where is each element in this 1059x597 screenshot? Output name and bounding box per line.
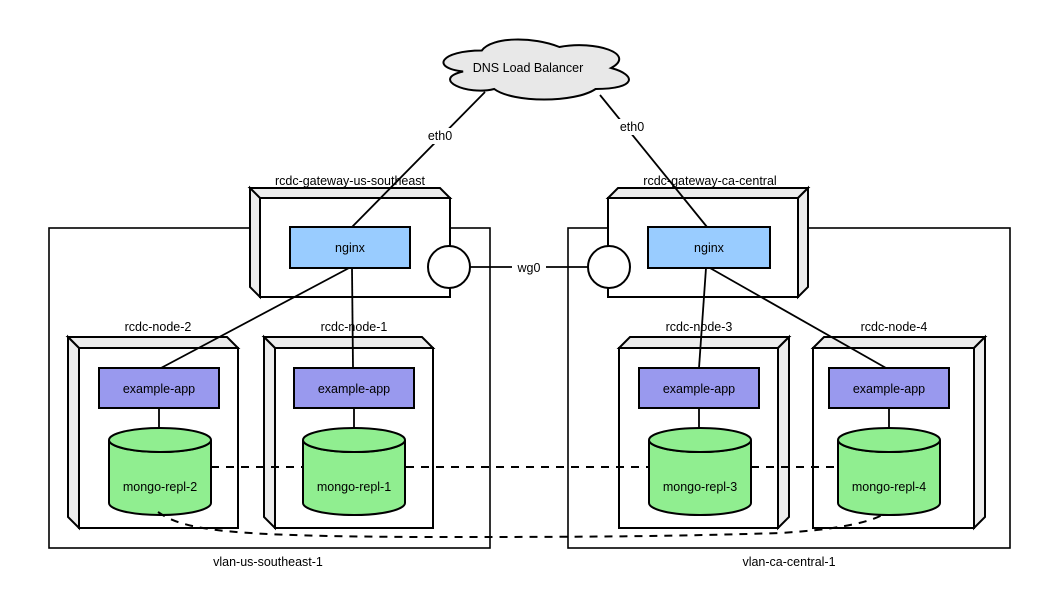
- wg0-label-bg: [512, 260, 546, 276]
- solid-edges: [160, 91, 887, 369]
- mongo-repl-3-top: [648, 427, 752, 453]
- gateway-us-cube-side-face: [249, 185, 261, 300]
- nginx-box-us: [289, 226, 411, 269]
- edge-nginx-us-to-node2-app: [160, 267, 350, 369]
- node1-cube-top-face: [261, 336, 436, 349]
- vlan-us-southeast-label: vlan-us-southeast-1: [213, 555, 323, 569]
- gateway-us-label: rcdc-gateway-us-southeast: [275, 174, 426, 188]
- edge-cloud-to-nginx-us: [351, 91, 486, 228]
- mongo-repl-2-label: mongo-repl-2: [123, 480, 197, 494]
- node2-cube-side-face: [67, 334, 80, 531]
- mongo-replication-dashed-curve: [157, 511, 887, 539]
- dns-cloud: DNS Load Balancer: [442, 38, 630, 101]
- gateway-ca-label: rcdc-gateway-ca-central: [643, 174, 776, 188]
- wg-interface-circle-us: [427, 245, 471, 289]
- mongo-repl-2-top: [108, 427, 212, 453]
- mongo-repl-2-cylinder: mongo-repl-2: [108, 427, 212, 516]
- mongo-repl-1-cylinder: mongo-repl-1: [302, 427, 406, 516]
- node3-cube-top-face: [616, 336, 792, 349]
- mongo-repl-4-top: [837, 427, 941, 453]
- mongo-repl-1-label: mongo-repl-1: [317, 480, 391, 494]
- gateway-ca-cube-top-face: [605, 187, 811, 199]
- gateway-us-southeast: rcdc-gateway-us-southeast: [247, 174, 453, 300]
- mongo-cylinders: mongo-repl-2 mongo-repl-1 mongo-repl-3 m…: [108, 427, 941, 516]
- gateway-us-cube-top-face: [247, 187, 453, 199]
- edge-nginx-us-to-node1-app: [351, 267, 354, 369]
- wg-interface-circle-ca: [587, 245, 631, 289]
- node1-cube-side-face: [263, 334, 276, 531]
- edge-nginx-ca-to-node3-app: [698, 267, 707, 369]
- node4-label: rcdc-node-4: [861, 320, 928, 334]
- mongo-repl-3-cylinder: mongo-repl-3: [648, 427, 752, 516]
- node4-cube-side-face: [973, 334, 986, 531]
- vlan-ca-central-label: vlan-ca-central-1: [742, 555, 835, 569]
- eth0-right-label: eth0: [620, 120, 644, 134]
- gateway-ca-cube-side-face: [797, 185, 809, 300]
- node3-label: rcdc-node-3: [666, 320, 733, 334]
- eth0-left-label-bg: [423, 128, 456, 144]
- mongo-repl-4-label: mongo-repl-4: [852, 480, 926, 494]
- example-app-label-node3: example-app: [663, 382, 735, 396]
- mongo-repl-3-label: mongo-repl-3: [663, 480, 737, 494]
- node1-label: rcdc-node-1: [321, 320, 388, 334]
- node4-cube-top-face: [810, 336, 988, 349]
- mongo-repl-1-top: [302, 427, 406, 453]
- nginx-boxes: nginx nginx: [289, 226, 771, 269]
- example-app-box-node1: [293, 367, 415, 409]
- node3-cube-side-face: [777, 334, 790, 531]
- nginx-label-us: nginx: [335, 241, 366, 255]
- mongo-repl-4-cylinder: mongo-repl-4: [837, 427, 941, 516]
- example-app-label-node2: example-app: [123, 382, 195, 396]
- nginx-box-ca: [647, 226, 771, 269]
- cloud-shape: [442, 38, 630, 101]
- app-boxes: example-app example-app example-app exam…: [98, 367, 950, 409]
- wg0-label: wg0: [517, 261, 541, 275]
- node2-cube-top-face: [65, 336, 241, 349]
- edge-nginx-ca-to-node4-app: [709, 267, 887, 369]
- edge-cloud-to-nginx-ca: [599, 94, 708, 228]
- example-app-label-node4: example-app: [853, 382, 925, 396]
- cloud-label: DNS Load Balancer: [473, 61, 583, 75]
- eth0-left-label: eth0: [428, 129, 452, 143]
- app-db-connectors: [158, 408, 890, 430]
- eth0-right-label-bg: [615, 119, 648, 135]
- interface-labels: eth0 eth0 wg0: [423, 119, 648, 276]
- node2-label: rcdc-node-2: [125, 320, 192, 334]
- example-app-label-node1: example-app: [318, 382, 390, 396]
- nginx-label-ca: nginx: [694, 241, 725, 255]
